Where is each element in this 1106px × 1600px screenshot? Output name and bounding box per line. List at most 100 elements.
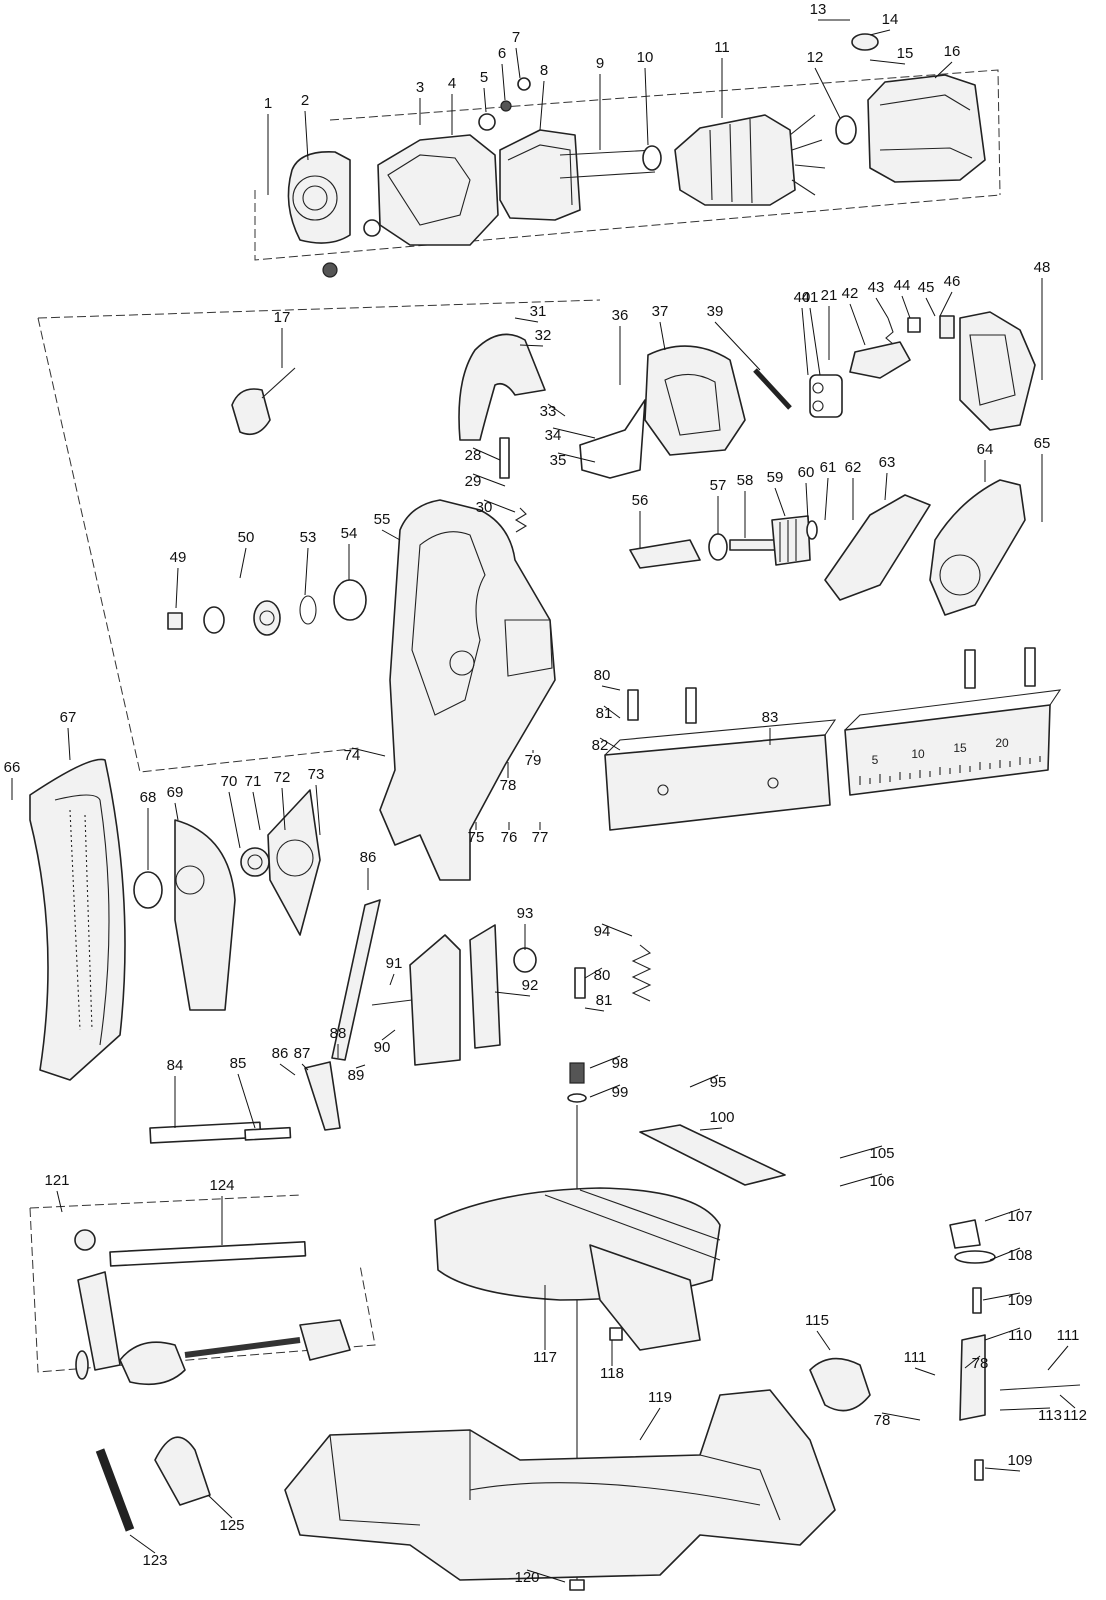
callout-leader: [914, 1367, 936, 1376]
callout-8: 8: [540, 62, 548, 79]
callout-71: 71: [245, 773, 262, 790]
callout-117: 117: [533, 1349, 557, 1366]
callout-10: 10: [637, 49, 654, 66]
callout-111: 111: [1057, 1327, 1080, 1344]
callout-leader: [869, 29, 891, 36]
callout-49: 49: [170, 549, 187, 566]
callout-119: 119: [648, 1389, 672, 1406]
hold-down-clamp: [74, 1229, 351, 1532]
fence: [604, 647, 1062, 831]
callout-9: 9: [596, 55, 604, 72]
callout-12: 12: [807, 49, 824, 66]
callout-83: 83: [762, 709, 779, 726]
callout-leader: [494, 991, 531, 997]
callout-leader: [67, 727, 71, 761]
callout-81: 81: [596, 992, 613, 1009]
callout-leader: [849, 303, 866, 346]
fence-scale-label: 10: [911, 747, 925, 761]
callout-109: 109: [1007, 1292, 1032, 1309]
callout-leader: [1059, 1394, 1076, 1409]
callout-53: 53: [300, 529, 317, 546]
blade-guard: [29, 758, 321, 1081]
callout-leader: [814, 67, 841, 119]
callout-33: 33: [540, 403, 557, 420]
callout-leader: [639, 1407, 661, 1441]
callout-124: 124: [209, 1177, 234, 1194]
callout-63: 63: [879, 454, 896, 471]
callout-78: 78: [972, 1355, 989, 1372]
table-and-base: [284, 1062, 871, 1591]
callout-leader: [925, 297, 936, 317]
callout-37: 37: [652, 303, 669, 320]
callout-85: 85: [230, 1055, 247, 1072]
callout-35: 35: [550, 452, 567, 469]
callout-leader: [601, 685, 621, 691]
callout-68: 68: [140, 789, 157, 806]
callout-5: 5: [480, 69, 488, 86]
callout-leader: [351, 747, 386, 757]
callout-leader: [547, 403, 566, 417]
callout-leader: [483, 499, 516, 513]
callout-leader: [989, 1247, 1021, 1261]
callout-45: 45: [918, 279, 935, 296]
callout-50: 50: [238, 529, 255, 546]
callout-leader: [174, 802, 179, 821]
fence-scale-label: 5: [872, 753, 879, 767]
callout-13: 13: [810, 1, 827, 18]
callout-2: 2: [301, 92, 309, 109]
callout-leader: [539, 80, 545, 131]
callout-76: 76: [501, 829, 518, 846]
callout-leader: [599, 737, 621, 751]
callout-leader: [129, 1534, 156, 1554]
callout-leader: [801, 307, 809, 376]
callout-65: 65: [1034, 435, 1051, 452]
callout-43: 43: [868, 279, 885, 296]
callout-leader: [869, 59, 906, 65]
callout-leader: [239, 547, 247, 579]
callout-leader: [901, 295, 911, 319]
callout-73: 73: [308, 766, 325, 783]
callout-66: 66: [4, 759, 21, 776]
callout-121: 121: [44, 1172, 69, 1189]
callout-80: 80: [594, 967, 611, 984]
callout-11: 11: [714, 39, 730, 56]
callout-leader: [281, 787, 286, 831]
callout-39: 39: [707, 303, 724, 320]
callout-leader: [515, 47, 521, 79]
callout-leader: [1047, 1345, 1069, 1371]
callout-115: 115: [805, 1312, 829, 1329]
callout-69: 69: [167, 784, 184, 801]
callout-leader: [175, 567, 179, 609]
callout-28: 28: [465, 447, 482, 464]
callout-leader: [589, 1055, 621, 1069]
callout-4: 4: [448, 75, 456, 92]
callout-34: 34: [545, 427, 562, 444]
callout-87: 87: [294, 1045, 311, 1062]
callout-99: 99: [612, 1084, 629, 1101]
handle-group: [231, 311, 1036, 479]
callout-16: 16: [944, 43, 961, 60]
callout-leader: [381, 529, 401, 541]
spindle-assembly: [629, 479, 1026, 616]
callout-111: 111: [904, 1349, 927, 1366]
callout-118: 118: [600, 1365, 624, 1382]
callout-58: 58: [737, 472, 754, 489]
callout-74: 74: [344, 747, 361, 764]
callout-leader: [56, 1190, 63, 1213]
callout-leader: [984, 1208, 1021, 1222]
callout-98: 98: [612, 1055, 629, 1072]
callout-46: 46: [944, 273, 961, 290]
callout-90: 90: [374, 1039, 391, 1056]
motor-assembly: [287, 33, 986, 278]
callout-leader: [824, 477, 829, 521]
callout-leader: [805, 482, 809, 521]
callout-59: 59: [767, 469, 784, 486]
callout-leader: [519, 344, 544, 347]
callout-leader: [689, 1074, 719, 1088]
callout-31: 31: [530, 303, 547, 320]
callout-leader: [526, 1569, 566, 1583]
callout-81: 81: [596, 705, 613, 722]
callout-leader: [999, 1407, 1051, 1411]
callout-leader: [659, 321, 666, 351]
callout-leader: [601, 923, 633, 937]
